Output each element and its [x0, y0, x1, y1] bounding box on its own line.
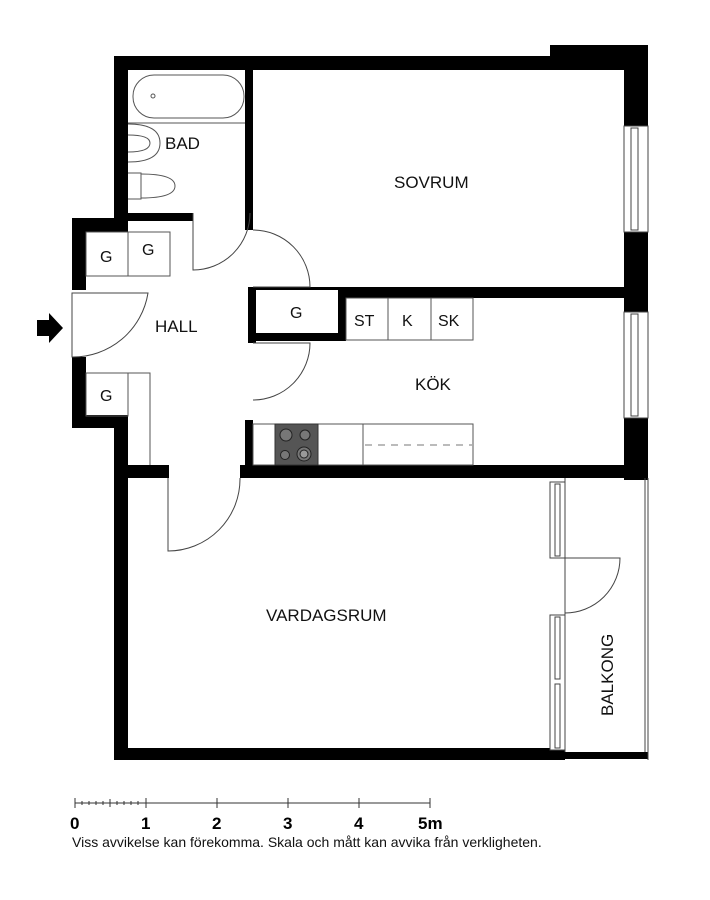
balcony-door [564, 557, 621, 614]
appliance-label-sk: SK [438, 313, 460, 330]
scale-label: 2 [212, 814, 221, 833]
kitchen-door [252, 342, 311, 401]
room-label-balkong: BALKONG [598, 634, 617, 716]
room-label-bad: BAD [165, 134, 200, 153]
disclaimer-text: Viss avvikelse kan förekomma. Skala och … [72, 834, 542, 850]
arrow-right-icon [37, 313, 63, 343]
scale-label: 4 [354, 814, 364, 833]
bathroom-door [192, 212, 251, 271]
stove-icon [274, 423, 319, 466]
windows [549, 125, 649, 751]
bathtub [132, 74, 245, 119]
toilet-bowl [140, 173, 176, 199]
appliance-label-k: K [402, 313, 413, 330]
scale-bar [74, 798, 431, 808]
balcony-outline [564, 478, 649, 760]
closet-label: G [142, 242, 154, 259]
closet-label: G [100, 249, 112, 266]
room-label-vardagsrum: VARDAGSRUM [266, 606, 387, 625]
room-label-kok: KÖK [415, 375, 452, 394]
scale-label: 0 [70, 814, 79, 833]
appliance-label-st: ST [354, 313, 375, 330]
room-label-sovrum: SOVRUM [394, 173, 469, 192]
room-label-hall: HALL [155, 317, 198, 336]
bathtub-drain [150, 93, 156, 99]
scale-label: 1 [141, 814, 150, 833]
scale-label: 5m [418, 814, 443, 833]
toilet-tank [128, 172, 142, 200]
sink [127, 123, 161, 163]
doors [71, 212, 621, 614]
bedroom-door [252, 229, 311, 288]
entrance-door [71, 292, 149, 358]
living-room-door [167, 477, 241, 552]
bathroom-fixtures [127, 74, 245, 200]
scale-label: 3 [283, 814, 292, 833]
closet-outlines [85, 231, 474, 466]
closet-label: G [290, 305, 302, 322]
closet-label: G [100, 388, 112, 405]
